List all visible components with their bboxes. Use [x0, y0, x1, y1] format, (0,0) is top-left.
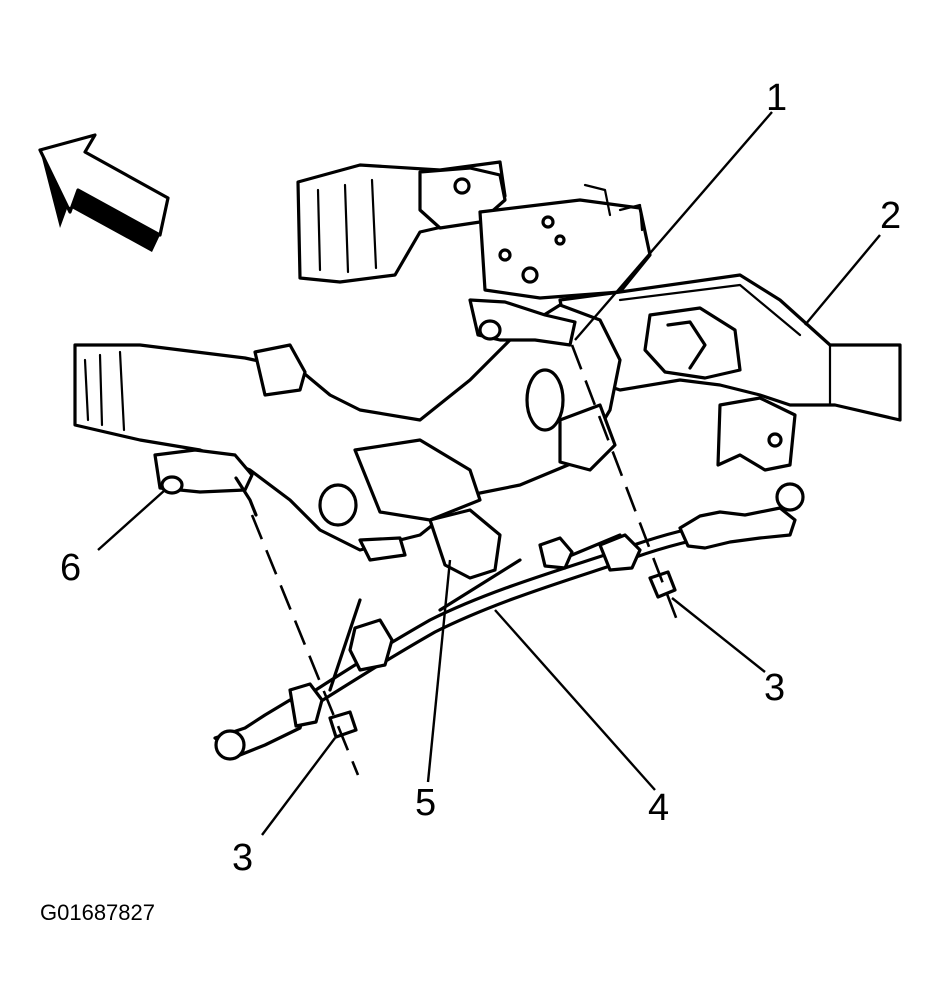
right-insulator-bracket	[468, 298, 577, 347]
callout-4: 4	[648, 787, 669, 829]
callout-1: 1	[766, 77, 787, 119]
callout-3-right: 3	[764, 667, 785, 709]
callout-6: 6	[60, 547, 81, 589]
left-insulator-bracket	[153, 448, 258, 517]
assembly-lines	[250, 344, 682, 776]
left-stabilizer-link	[213, 618, 394, 761]
frame-rail	[558, 273, 902, 472]
leader-lines	[97, 111, 881, 836]
upper-crossmember-bracket	[296, 160, 652, 300]
crossmember	[73, 303, 622, 580]
callout-2: 2	[880, 195, 901, 237]
bushing-left	[328, 710, 358, 739]
bushing-right	[648, 570, 677, 599]
callout-3-left: 3	[232, 837, 253, 879]
direction-arrow-icon	[38, 133, 170, 252]
figure-id: G01687827	[40, 900, 155, 925]
right-stabilizer-link	[538, 482, 805, 572]
callouts: 1 2 3 3 4 5 6	[60, 77, 901, 879]
stabilizer-bar	[238, 520, 732, 754]
callout-5: 5	[415, 782, 436, 824]
